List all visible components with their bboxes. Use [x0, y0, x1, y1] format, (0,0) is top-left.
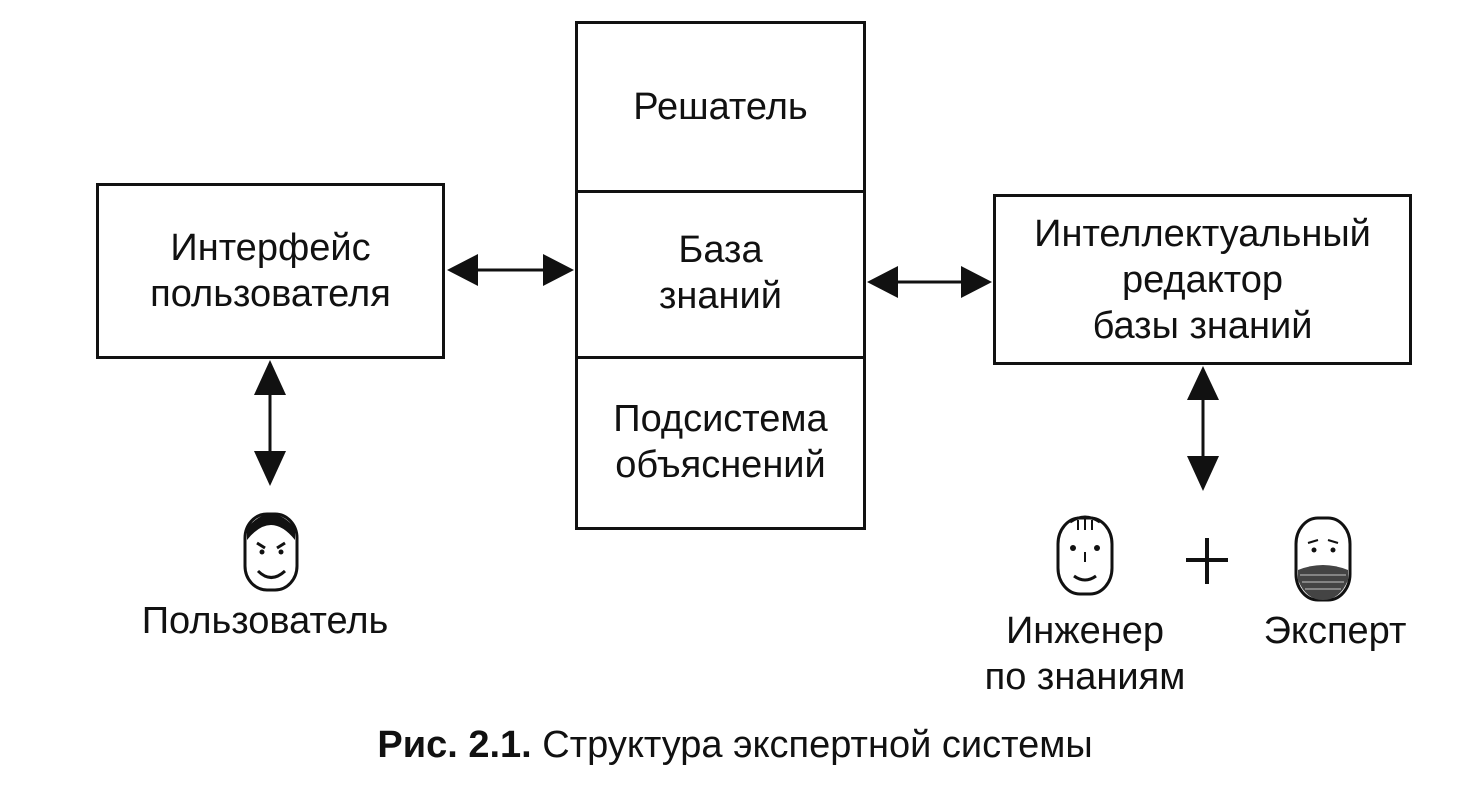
caption-number: Рис. 2.1. [377, 724, 532, 766]
expert-label: Эксперт [1263, 610, 1407, 652]
caption-text: Структура экспертной системы [542, 724, 1093, 766]
arrow-interface-user [254, 360, 286, 486]
plus-icon [1186, 538, 1228, 584]
arrow-interface-kb [447, 254, 574, 286]
smiling-face-icon [243, 512, 299, 592]
user-interface-line2: пользователя [150, 273, 391, 315]
user-interface-line1: Интерфейс [170, 227, 371, 269]
arrow-kb-editor [867, 266, 992, 298]
knowledge-base-box: База знаний [578, 190, 863, 359]
central-stack: Решатель База знаний Подсистема объяснен… [575, 21, 866, 530]
engineer-line1: Инженер [1005, 610, 1165, 652]
engineer-label: Инженер по знаниям [955, 608, 1215, 700]
solver-label: Решатель [633, 86, 808, 128]
explanation-subsystem-box: Подсистема объяснений [578, 356, 863, 527]
explanation-line1: Подсистема [613, 397, 828, 440]
user-label: Пользователь [141, 600, 389, 642]
editor-line1: Интеллектуальный [1034, 212, 1371, 255]
user-interface-box: Интерфейс пользователя [96, 183, 445, 359]
arrow-editor-experts [1187, 366, 1219, 491]
figure-caption: Рис. 2.1. Структура экспертной системы [240, 722, 1230, 768]
solver-box: Решатель [578, 24, 863, 193]
editor-line3: базы знаний [1092, 304, 1313, 347]
explanation-line2: объяснений [615, 443, 826, 486]
editor-line2: редактор [1121, 258, 1284, 301]
knowledge-base-line2: знаний [659, 275, 782, 317]
knowledge-base-line1: База [678, 229, 763, 271]
engineer-face-icon [1056, 515, 1114, 596]
bearded-face-icon [1294, 516, 1352, 602]
engineer-line2: по знаниям [984, 656, 1186, 698]
knowledge-editor-box: Интеллектуальный редактор базы знаний [993, 194, 1412, 365]
